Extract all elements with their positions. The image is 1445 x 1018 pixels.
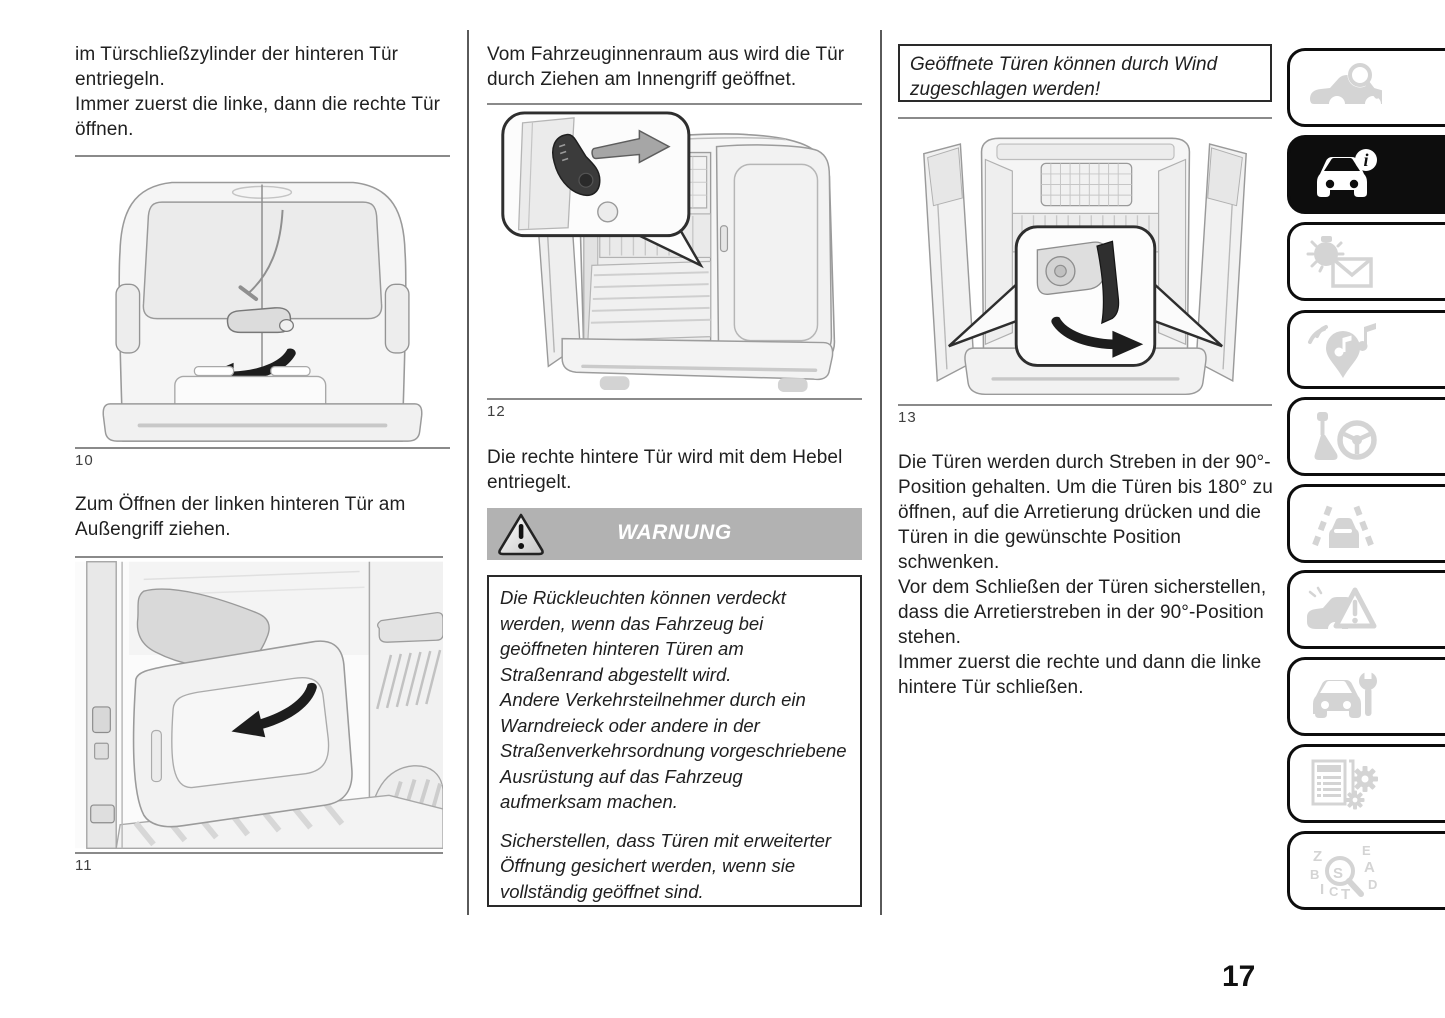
col3-strut-text: Die Türen werden durch Streben in der 90… bbox=[898, 450, 1274, 700]
svg-text:B: B bbox=[1310, 867, 1319, 882]
figure-top-rule bbox=[487, 103, 862, 105]
sidebar-tab-warning-lights[interactable] bbox=[1287, 222, 1445, 301]
car-service-icon bbox=[1313, 668, 1377, 718]
emergency-triangle-icon bbox=[1307, 586, 1377, 629]
figure-caption: 13 bbox=[898, 409, 917, 426]
svg-text:E: E bbox=[1362, 843, 1371, 858]
warning-paragraph: Andere Verkehrsteilnehmer durch ein Warn… bbox=[500, 689, 847, 812]
sidebar-tab-index[interactable]: Z E B A D I C T S bbox=[1287, 831, 1445, 910]
car-search-icon bbox=[1310, 62, 1382, 104]
figure-top-rule bbox=[898, 117, 1272, 119]
page-number: 17 bbox=[1222, 960, 1256, 993]
warning-banner: WARNUNG bbox=[487, 508, 862, 560]
svg-text:D: D bbox=[1368, 877, 1377, 892]
svg-text:i: i bbox=[1363, 150, 1368, 170]
svg-text:A: A bbox=[1364, 859, 1375, 876]
note-text: Geöffnete Türen können durch Wind zugesc… bbox=[910, 54, 1218, 100]
paragraph: Zum Öffnen der linken hinteren Tür am Au… bbox=[75, 494, 406, 540]
figure-12-inner-handle-callout bbox=[487, 107, 862, 396]
col2-lever-text: Die rechte hintere Tür wird mit dem Hebe… bbox=[487, 445, 865, 495]
svg-text:C: C bbox=[1329, 884, 1339, 899]
column-divider bbox=[880, 30, 882, 915]
warning-paragraph: Die Rückleuchten können verdeckt werden,… bbox=[500, 587, 786, 685]
multimedia-navigation-icon bbox=[1308, 322, 1376, 378]
sidebar-tab-vehicle-overview[interactable] bbox=[1287, 48, 1445, 127]
svg-text:S: S bbox=[1333, 865, 1343, 882]
warning-lights-icon bbox=[1306, 235, 1373, 288]
figure-10-van-rear-closed bbox=[75, 159, 450, 445]
col1-intro-text: im Türschließzylinder der hinteren Tür e… bbox=[75, 42, 455, 142]
figure-caption: 12 bbox=[487, 403, 506, 420]
figure-top-rule bbox=[75, 556, 443, 558]
paragraph: im Türschließzylinder der hinteren Tür e… bbox=[75, 44, 399, 90]
figure-bottom-rule bbox=[75, 447, 450, 449]
sidebar-tab-emergency[interactable] bbox=[1287, 570, 1445, 649]
warning-triangle-icon bbox=[498, 513, 544, 556]
svg-text:T: T bbox=[1341, 886, 1350, 900]
sidebar-tab-technical-data[interactable] bbox=[1287, 744, 1445, 823]
paragraph: Die Türen werden durch Streben in der 90… bbox=[898, 452, 1273, 573]
col1-open-door-text: Zum Öffnen der linken hinteren Tür am Au… bbox=[75, 492, 455, 542]
svg-text:Z: Z bbox=[1313, 848, 1322, 865]
svg-text:I: I bbox=[1320, 881, 1324, 898]
index-search-icon: Z E B A D I C T S bbox=[1310, 843, 1377, 900]
warning-banner-title: WARNUNG bbox=[617, 521, 732, 544]
warning-paragraph: Sicherstellen, dass Türen mit erweiterte… bbox=[500, 829, 832, 902]
figure-bottom-rule bbox=[898, 404, 1272, 406]
paragraph: Immer zuerst die rechte und dann die lin… bbox=[898, 652, 1262, 698]
col2-intro-text: Vom Fahrzeuginnenraum aus wird die Tür d… bbox=[487, 42, 865, 92]
sidebar-tab-multimedia-navigation[interactable] bbox=[1287, 310, 1445, 389]
paragraph: Die rechte hintere Tür wird mit dem Hebe… bbox=[487, 447, 843, 493]
figure-bottom-rule bbox=[75, 852, 443, 854]
figure-bottom-rule bbox=[487, 398, 862, 400]
technical-data-icon bbox=[1311, 759, 1378, 809]
column-divider bbox=[467, 30, 469, 915]
gearshift-steering-icon bbox=[1314, 411, 1377, 460]
sidebar-tab-service-maintenance[interactable] bbox=[1287, 657, 1445, 736]
figure-caption: 10 bbox=[75, 452, 94, 469]
wind-note-box: Geöffnete Türen können durch Wind zugesc… bbox=[898, 44, 1272, 102]
sidebar-tab-getting-to-know-vehicle[interactable]: i bbox=[1287, 135, 1445, 214]
paragraph: Immer zuerst die linke, dann die rechte … bbox=[75, 94, 441, 140]
figure-top-rule bbox=[75, 155, 450, 157]
paragraph: Vor dem Schließen der Türen sicherstelle… bbox=[898, 577, 1267, 648]
car-info-icon: i bbox=[1317, 148, 1377, 197]
paragraph: Vom Fahrzeuginnenraum aus wird die Tür d… bbox=[487, 44, 845, 90]
figure-13-doors-open-strut-callout bbox=[898, 121, 1272, 402]
driving-lanes-icon bbox=[1312, 501, 1374, 548]
warning-text-box: Die Rückleuchten können verdeckt werden,… bbox=[487, 575, 862, 907]
figure-11-door-inner-handle bbox=[75, 560, 443, 850]
sidebar-tab-driving-safety[interactable] bbox=[1287, 484, 1445, 563]
figure-caption: 11 bbox=[75, 857, 93, 874]
sidebar-tab-starting-driving[interactable] bbox=[1287, 397, 1445, 476]
